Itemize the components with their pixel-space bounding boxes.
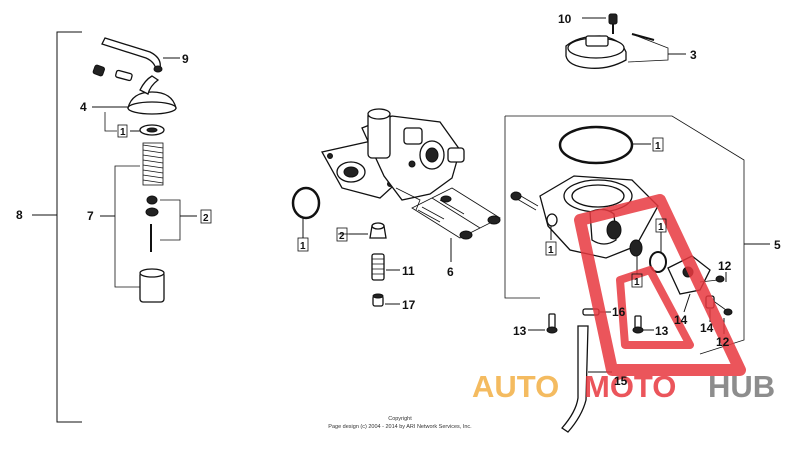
callout-13-right: 13: [655, 324, 669, 338]
callout-12-bottom: 12: [716, 335, 730, 349]
screw-set: [411, 187, 501, 262]
callout-3: 3: [690, 48, 697, 62]
box-2-center: [336, 227, 348, 242]
callout-1-small-oring: 1: [548, 245, 554, 256]
callout-2-left: 2: [203, 213, 209, 224]
callout-17: 17: [402, 298, 416, 312]
box-1-disc: [631, 273, 643, 288]
callout-9: 9: [182, 52, 189, 66]
carburetor-body: [321, 108, 465, 211]
o-ring-left: [291, 186, 321, 238]
callout-8: 8: [16, 208, 23, 222]
callout-2-center: 2: [339, 231, 345, 242]
jet-stack: [338, 222, 400, 307]
callout-5: 5: [774, 238, 781, 252]
copyright-title: Copyright: [388, 416, 412, 422]
watermark-logo: AUTO MOTO HUB: [472, 194, 775, 404]
callout-12-top: 12: [718, 259, 732, 273]
callout-14-right: 14: [700, 321, 714, 335]
box-1-left: [117, 124, 128, 138]
callout-15: 15: [614, 374, 628, 388]
watermark-auto: AUTO: [472, 369, 559, 404]
callout-16: 16: [612, 305, 626, 319]
left-assembly: [32, 31, 197, 423]
box-1-side: [655, 218, 667, 233]
callout-4: 4: [80, 100, 87, 114]
callout-1-disc: 1: [634, 277, 640, 288]
callouts: 9 4 8 7 1 2 1 2 11 6 17 10 3 1 5 1 1 1 1…: [16, 12, 781, 388]
callout-1-side: 1: [658, 222, 664, 233]
callout-6: 6: [447, 265, 454, 279]
watermark-hub: HUB: [708, 369, 775, 404]
callout-1-oring: 1: [300, 241, 306, 252]
callout-7: 7: [87, 209, 94, 223]
box-1-gasket: [652, 137, 664, 152]
top-cover: [565, 13, 686, 69]
box-1-oring: [297, 237, 309, 252]
box-2-left: [200, 209, 212, 224]
callout-11: 11: [402, 264, 415, 278]
box-1-small-oring: [545, 241, 557, 256]
copyright-line: Page design (c) 2004 - 2014 by ARI Netwo…: [328, 424, 472, 430]
watermark-moto: MOTO: [584, 369, 676, 404]
callout-1-left: 1: [120, 127, 126, 138]
callout-13-left: 13: [513, 324, 527, 338]
callout-14-left: 14: [674, 313, 688, 327]
callout-10: 10: [558, 12, 572, 26]
callout-1-gasket: 1: [655, 141, 661, 152]
